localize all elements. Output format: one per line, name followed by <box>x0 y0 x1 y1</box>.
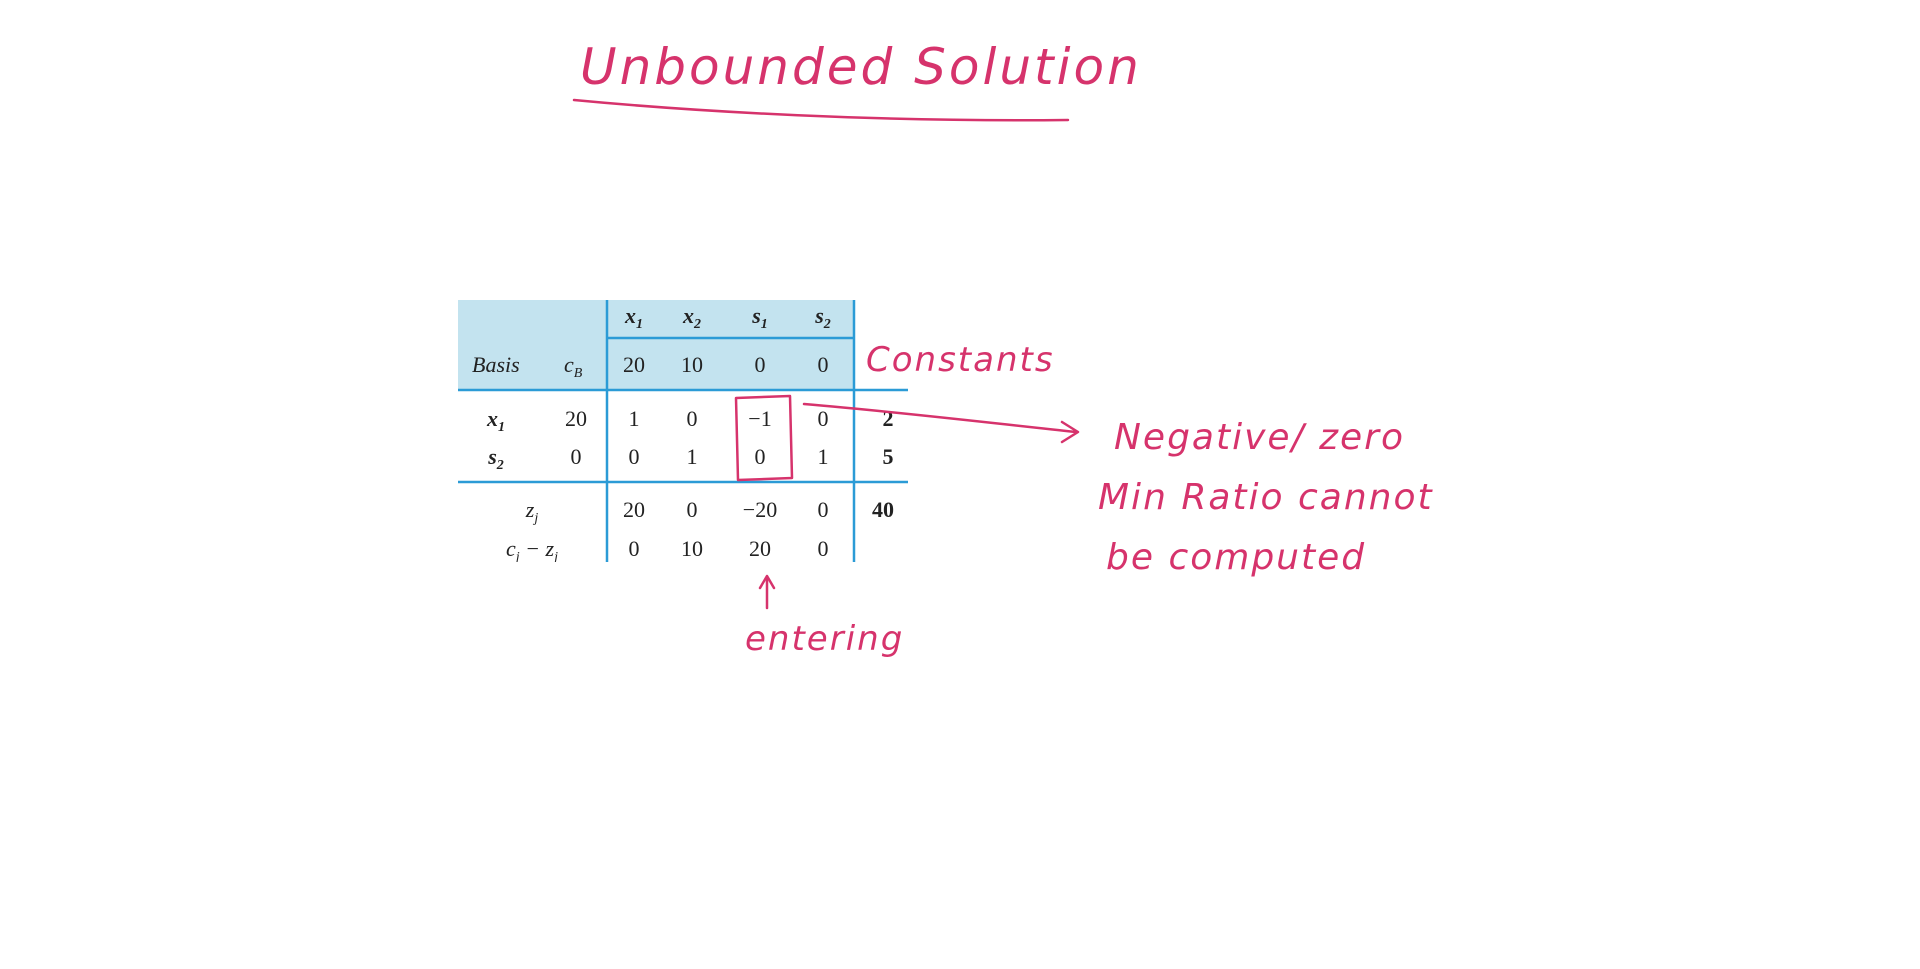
cost-s1: 0 <box>755 352 766 377</box>
zj-rhs: 40 <box>872 497 894 522</box>
row1-x1: 1 <box>629 406 640 431</box>
row1-s1: −1 <box>748 406 771 431</box>
row2-basis: s2 <box>487 444 504 473</box>
row1-s2: 0 <box>818 406 829 431</box>
var-header-s2: s2 <box>814 303 831 332</box>
cjzj-x2: 10 <box>681 536 703 561</box>
simplex-tableau: x1 x2 s1 s2 Basis cB 20 10 0 0 x1 20 1 0… <box>458 300 908 562</box>
row1-rhs: 2 <box>883 406 894 431</box>
note-line-3: be computed <box>1106 537 1367 578</box>
row2-s2: 1 <box>818 444 829 469</box>
entering-label: entering <box>745 619 905 659</box>
note-line-1: Negative/ zero <box>1114 417 1406 458</box>
note-arrowhead <box>1060 420 1080 444</box>
row2-cb: 0 <box>571 444 582 469</box>
cost-x1: 20 <box>623 352 645 377</box>
row1-basis: x1 <box>486 406 505 435</box>
row1-cb: 20 <box>565 406 587 431</box>
var-header-s1: s1 <box>751 303 768 332</box>
zj-label: zj <box>525 497 539 526</box>
cjzj-label: cj − zj <box>506 536 558 562</box>
cjzj-s1: 20 <box>749 536 771 561</box>
cjzj-x1: 0 <box>629 536 640 561</box>
zj-x2: 0 <box>687 497 698 522</box>
cost-x2: 10 <box>681 352 703 377</box>
header-fill-vars <box>607 300 854 340</box>
var-header-x2: x2 <box>682 303 701 332</box>
header-fill <box>458 300 607 390</box>
zj-s1: −20 <box>743 497 777 522</box>
cb-label: cB <box>564 352 583 381</box>
zj-s2: 0 <box>818 497 829 522</box>
zj-x1: 20 <box>623 497 645 522</box>
row2-x2: 1 <box>687 444 698 469</box>
entering-arrowhead <box>758 574 776 590</box>
row2-rhs: 5 <box>883 444 894 469</box>
var-header-x1: x1 <box>624 303 643 332</box>
row2-s1: 0 <box>755 444 766 469</box>
row1-x2: 0 <box>687 406 698 431</box>
cost-s2: 0 <box>818 352 829 377</box>
note-line-2: Min Ratio cannot <box>1098 477 1434 518</box>
basis-label: Basis <box>472 352 520 377</box>
constants-label: Constants <box>866 340 1055 380</box>
page-title: Unbounded Solution <box>580 38 1142 96</box>
header-fill-costs <box>607 340 854 390</box>
row2-x1: 0 <box>629 444 640 469</box>
cjzj-s2: 0 <box>818 536 829 561</box>
